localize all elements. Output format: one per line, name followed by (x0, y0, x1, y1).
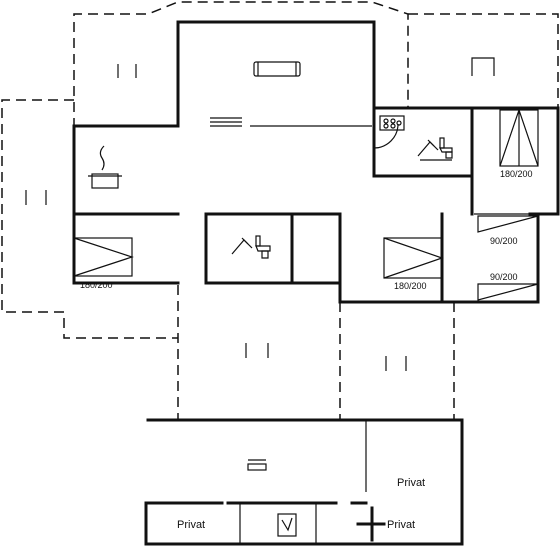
stairs (210, 117, 242, 127)
room-label-private: Privat (387, 519, 415, 531)
shower-toilet-icon (417, 137, 453, 159)
house-walls (72, 20, 560, 304)
room-label-private: Privat (397, 477, 425, 489)
bed-size-label: 90/200 (490, 236, 518, 246)
bed-size-label: 90/200 (490, 272, 518, 282)
bed-icon (73, 237, 134, 277)
terrace-icon (471, 57, 495, 76)
bed-icon (383, 237, 444, 279)
sauna-icon (277, 513, 297, 537)
bed-icon (477, 283, 539, 301)
bed-size-label: 180/200 (80, 280, 113, 290)
bed-size-label: 180/200 (394, 281, 427, 291)
bed-icon (247, 459, 267, 471)
sofa-icon (253, 61, 301, 77)
room-label-private: Privat (177, 519, 205, 531)
cooking-pot-icon (88, 145, 122, 189)
bed-icon (499, 108, 539, 167)
annex-walls (144, 418, 464, 546)
shower-toilet-icon (231, 235, 271, 259)
bed-size-label: 180/200 (500, 169, 533, 179)
terraces (1, 1, 559, 420)
terrace-marks (25, 57, 495, 371)
interior-lines (250, 123, 536, 215)
stove-icon (379, 115, 405, 131)
bed-icon (477, 215, 539, 233)
